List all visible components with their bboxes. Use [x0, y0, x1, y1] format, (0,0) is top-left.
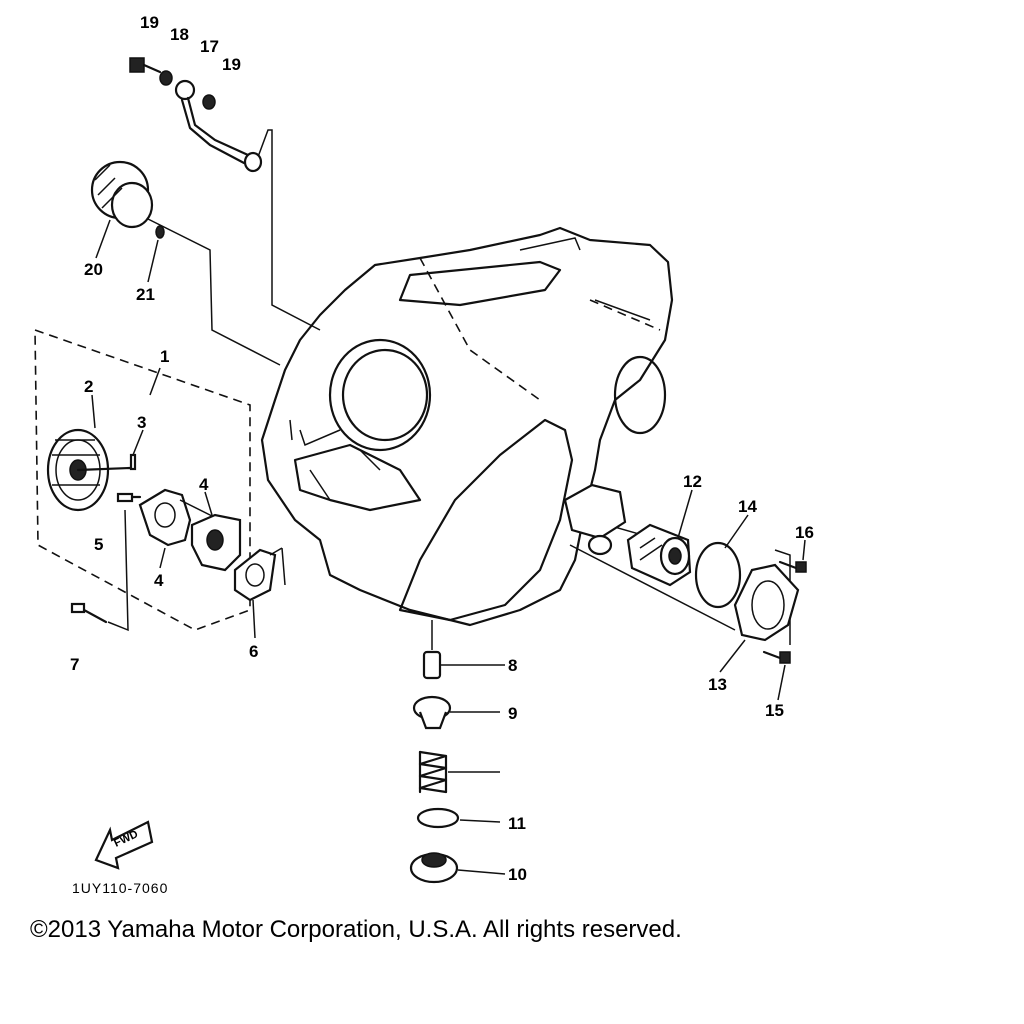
washer-19a: [159, 70, 173, 86]
callout: 2: [84, 377, 93, 396]
callout: 7: [70, 655, 79, 674]
callout: 16: [795, 523, 814, 542]
callout: 17: [200, 37, 219, 56]
callout: 4: [199, 475, 209, 494]
pump-rotor-housing: [138, 488, 242, 572]
bolt-16: [762, 650, 791, 664]
key-22: [155, 225, 165, 239]
callout: 12: [683, 472, 702, 491]
reference-code: 1UY110-7060: [72, 880, 169, 896]
union-bolt-20: [129, 57, 162, 74]
callout: 15: [765, 701, 784, 720]
drain-plug-11: [409, 852, 459, 884]
oil-delivery-pipe-18: [174, 79, 263, 173]
strainer-9: [412, 695, 452, 730]
filter-seat: [563, 483, 627, 556]
exploded-parts-diagram: FWD 1 2 3 4 4 5 6 7 8 9 10 11 12 13 14 1…: [34, 13, 814, 884]
spring-10: [418, 750, 448, 794]
drive-gear-21: [90, 160, 154, 229]
callout: 4: [154, 571, 164, 590]
pin-3: [129, 453, 137, 471]
callout: 11: [508, 814, 526, 833]
callout: 13: [708, 675, 727, 694]
copyright-notice: ©2013 Yamaha Motor Corporation, U.S.A. A…: [30, 916, 682, 943]
pump-drive-gear: [46, 428, 132, 512]
callout: 8: [508, 656, 517, 675]
o-ring-12: [416, 807, 460, 829]
bolt-17: [778, 560, 807, 573]
callout: 18: [170, 25, 189, 44]
screw-7: [70, 602, 108, 624]
callout: 10: [508, 865, 527, 884]
filter-cover-14: [733, 563, 800, 642]
callout: 20: [84, 260, 103, 279]
crankcase-housing: [260, 226, 674, 627]
callout-leaders: [91, 219, 806, 875]
callout: 21: [136, 285, 155, 304]
callout: 3: [137, 413, 146, 432]
screw-5: [116, 492, 142, 503]
callout: 6: [249, 642, 258, 661]
o-ring-15: [694, 541, 742, 609]
oil-filter-13: [626, 523, 692, 587]
callout: 9: [508, 704, 517, 723]
washer-19b: [202, 94, 216, 110]
callout: 5: [94, 535, 103, 554]
callout: 14: [738, 497, 757, 516]
pump-cover-gasket: [233, 547, 286, 602]
callout: 19: [222, 55, 241, 74]
fwd-arrow-icon: FWD: [94, 820, 154, 870]
callout-numbers: 1 2 3 4 4 5 6 7 8 9 10 11 12 13 14 15 16…: [70, 13, 814, 884]
dowel-pin-8: [422, 650, 442, 680]
callout: 19: [140, 13, 159, 32]
oil-pump-assembly-outline: [34, 328, 251, 631]
callout: 1: [160, 347, 169, 366]
